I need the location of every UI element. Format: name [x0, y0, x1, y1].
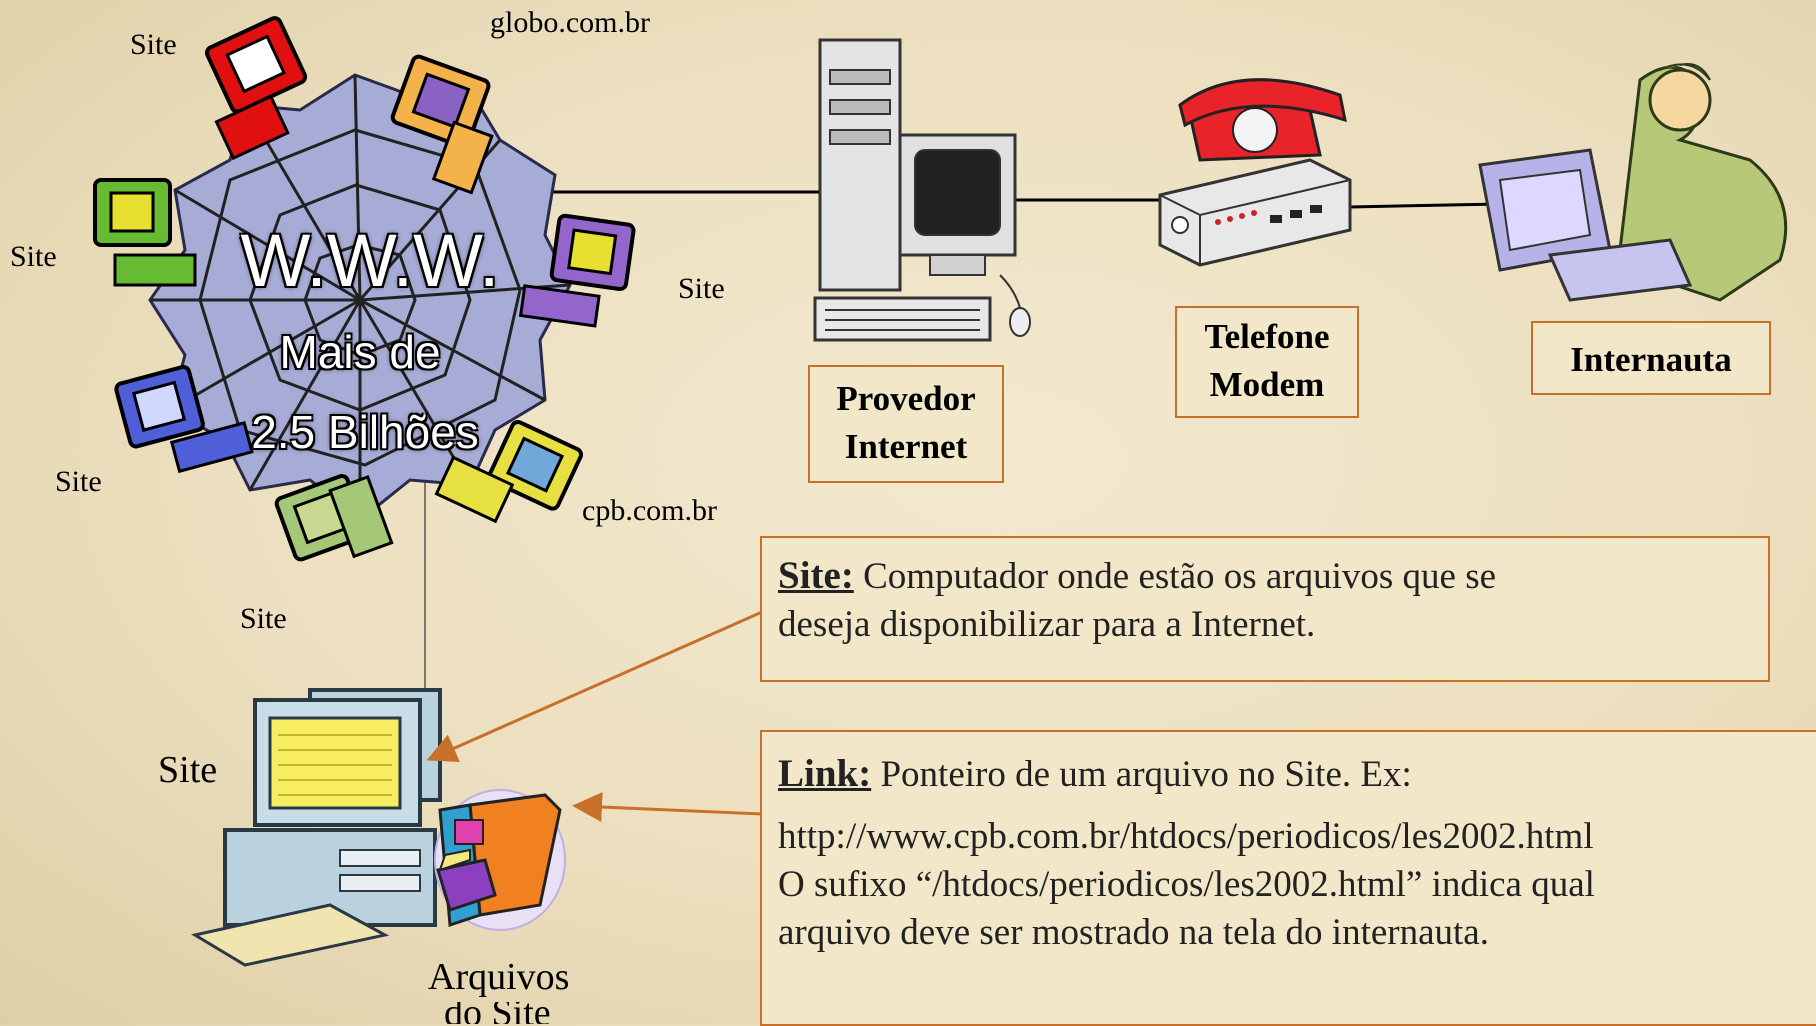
modem-phone-icon [1158, 78, 1352, 267]
site-label-left: Site [10, 240, 57, 273]
modem-to-user-line [1349, 202, 1501, 209]
internauta-label: Internauta [1570, 340, 1732, 379]
site-computer-icon-yellow [434, 419, 583, 524]
site-label-globo: globo.com.br [490, 6, 650, 39]
site-label-bottom: Site [240, 602, 287, 635]
link-definition-text1: Ponteiro de um arquivo no Site. Ex: [871, 754, 1412, 795]
web-count-line1: Mais de [279, 326, 441, 378]
link-definition-callout: Link: Ponteiro de um arquivo no Site. Ex… [760, 730, 1816, 1026]
site-definition-line1: Site: Computador onde estão os arquivos … [778, 552, 1752, 601]
telefone-line1: Telefone [1204, 317, 1330, 356]
site-definition-text2: deseja disponibilizar para a Internet. [778, 604, 1316, 645]
link-example-url: http://www.cpb.com.br/htdocs/periodicos/… [778, 816, 1594, 857]
site-computer-icon-green [93, 178, 197, 287]
site-computer-icon-orange [390, 54, 494, 195]
telefone-line2: Modem [1209, 365, 1325, 404]
file-cabinet-icon [434, 789, 566, 931]
site-pc-icon [191, 688, 442, 967]
site-definition-text1: Computador onde estão os arquivos que se [853, 556, 1497, 597]
site-label-cpb: cpb.com.br [582, 494, 717, 527]
link-definition-text2: O sufixo “/htdocs/periodicos/les2002.htm… [778, 864, 1595, 905]
site-label-right: Site [678, 272, 725, 305]
site-definition-callout: Site: Computador onde estão os arquivos … [760, 536, 1770, 682]
link-term: Link: [778, 752, 872, 795]
web-title: W.W.W. [240, 219, 500, 302]
site-label-bottom-left: Site [55, 465, 102, 498]
site-computer-icon-purple [518, 213, 636, 328]
provedor-internet-box: Provedor Internet [808, 365, 1004, 483]
link-callout-arrow [572, 792, 763, 823]
provedor-line2: Internet [844, 427, 968, 466]
internauta-user-icon [1478, 63, 1788, 302]
link-definition-line1: Link: Ponteiro de um arquivo no Site. Ex… [778, 750, 1802, 799]
site-computer-icon-red [204, 16, 308, 161]
site-computer-icon-blue [114, 364, 254, 474]
site-pc-label: Site [158, 749, 218, 791]
telefone-modem-box: Telefone Modem [1175, 306, 1359, 418]
site-computer-icon-lightgreen [274, 474, 394, 562]
site-term: Site: [778, 554, 854, 597]
provedor-line1: Provedor [836, 379, 976, 418]
provider-server-icon [813, 38, 1031, 342]
site-callout-arrow [426, 610, 763, 763]
files-label-line2: do Site [444, 1002, 551, 1024]
web-count-line2: 2.5 Bilhões [251, 406, 479, 458]
site-label-top-left: Site [130, 28, 177, 61]
link-definition-text3: arquivo deve ser mostrado na tela do int… [778, 912, 1489, 953]
files-label-line1: Arquivos [428, 956, 570, 998]
internauta-box: Internauta [1531, 321, 1771, 395]
